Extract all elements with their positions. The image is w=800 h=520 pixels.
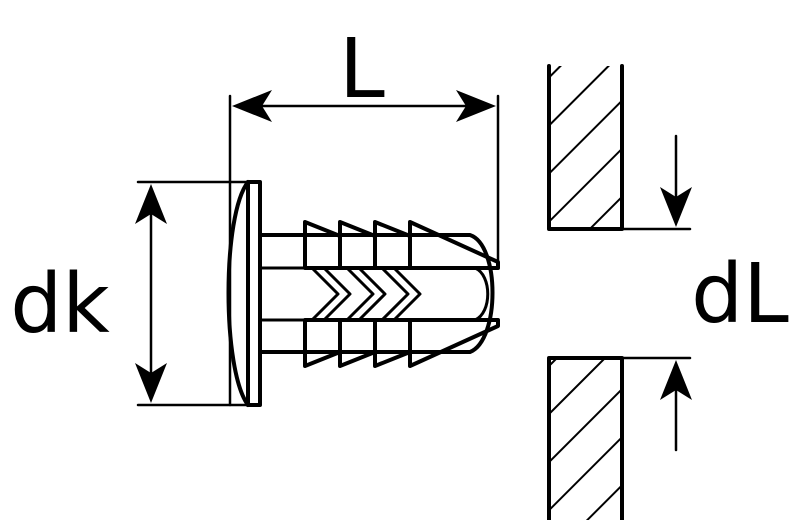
dimension-head-diameter: dk xyxy=(10,180,250,407)
arrow-down-icon xyxy=(135,363,167,403)
fin-1 xyxy=(303,220,342,368)
arrow-right-icon xyxy=(456,90,496,122)
dimension-hole-diameter: dL xyxy=(620,134,789,452)
rivet-tip xyxy=(408,220,500,368)
dimension-length: L xyxy=(228,22,500,407)
chevron-grooves xyxy=(310,266,422,322)
arrow-up-icon xyxy=(660,360,692,400)
arrow-left-icon xyxy=(232,90,272,122)
fin-2 xyxy=(338,220,377,368)
panel-top-section xyxy=(547,64,624,231)
head-diameter-label: dk xyxy=(10,257,110,352)
arrow-up-icon xyxy=(135,184,167,224)
rivet-head xyxy=(226,180,262,407)
hole-diameter-label: dL xyxy=(691,247,789,342)
length-label: L xyxy=(339,22,385,117)
fin-3 xyxy=(373,220,412,368)
arrow-down-icon xyxy=(660,187,692,227)
rivet-fins xyxy=(303,220,500,368)
panel-bottom-section xyxy=(547,356,624,520)
